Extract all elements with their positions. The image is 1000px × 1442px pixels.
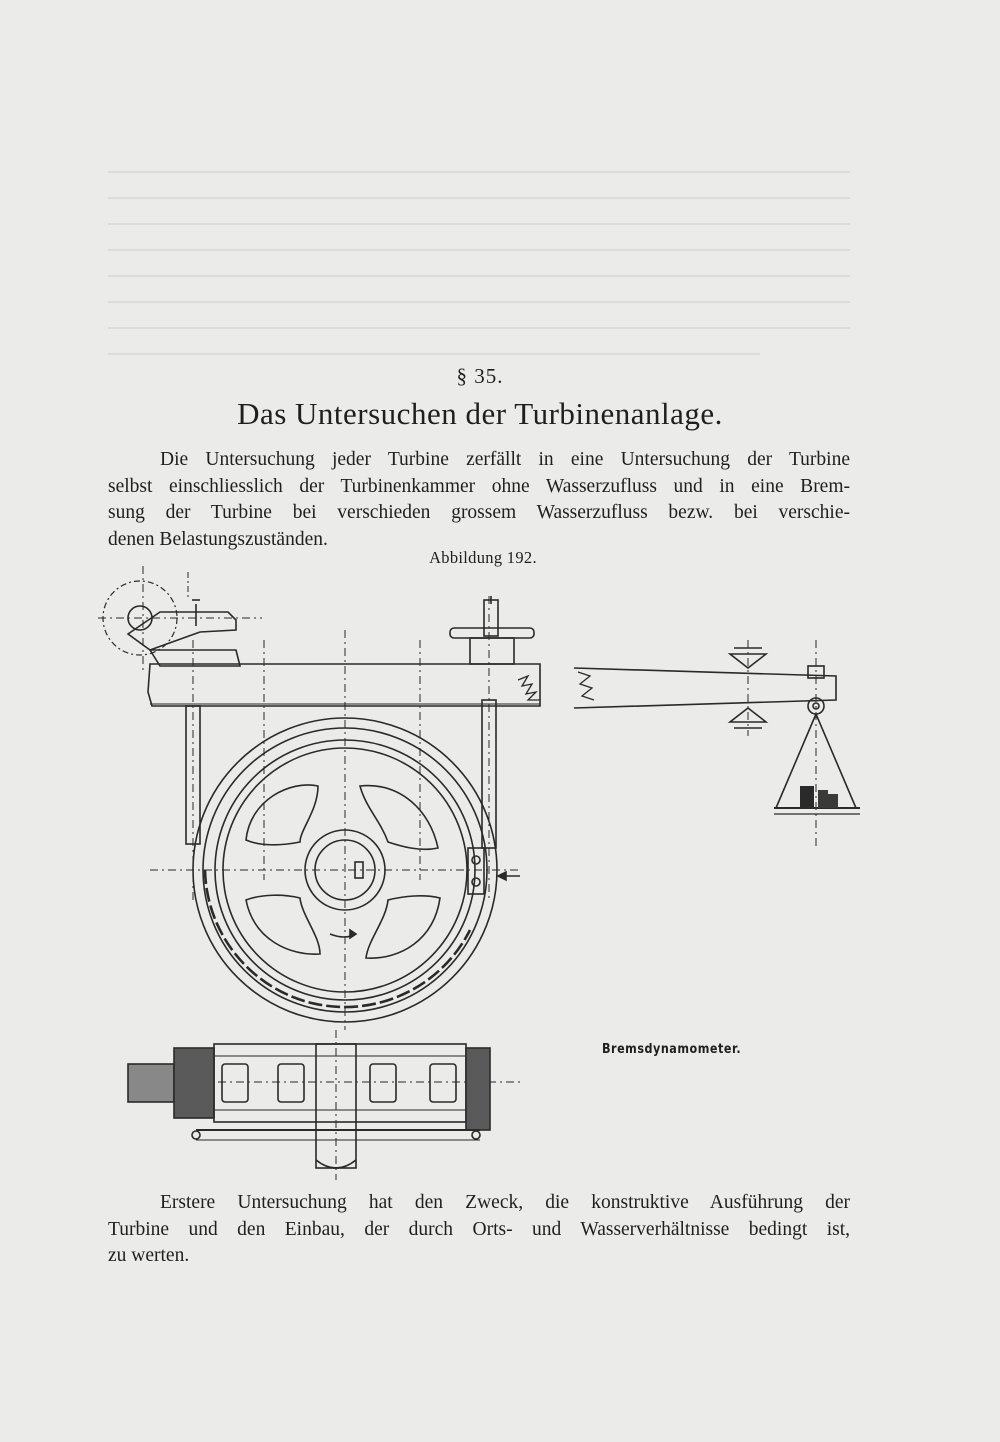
closing-line: Turbine und den Einbau, der durch Orts- … (108, 1218, 850, 1240)
closing-paragraph: Erstere Untersuchung hat den Zweck, die … (108, 1190, 850, 1270)
section-number: § 35. (456, 364, 504, 388)
closing-line: Erstere Untersuchung hat den Zweck, die … (160, 1192, 850, 1213)
intro-line: denen Belastungszuständen. (108, 528, 328, 550)
page-title: Das Untersuchen der Turbinenanlage. (237, 396, 723, 431)
closing-line: zu werten. (108, 1245, 190, 1266)
intro-line: selbst einschliesslich der Turbinenkamme… (108, 475, 850, 497)
figure-caption: Abbildung 192. (429, 548, 537, 567)
intro-line: Die Untersuchung jeder Turbine zerfällt … (160, 449, 850, 470)
intro-line: sung der Turbine bei verschieden grossem… (108, 502, 850, 523)
intro-paragraph: Die Untersuchung jeder Turbine zerfällt … (108, 447, 850, 553)
figure-label: Bremsdynamometer. (602, 1042, 742, 1057)
